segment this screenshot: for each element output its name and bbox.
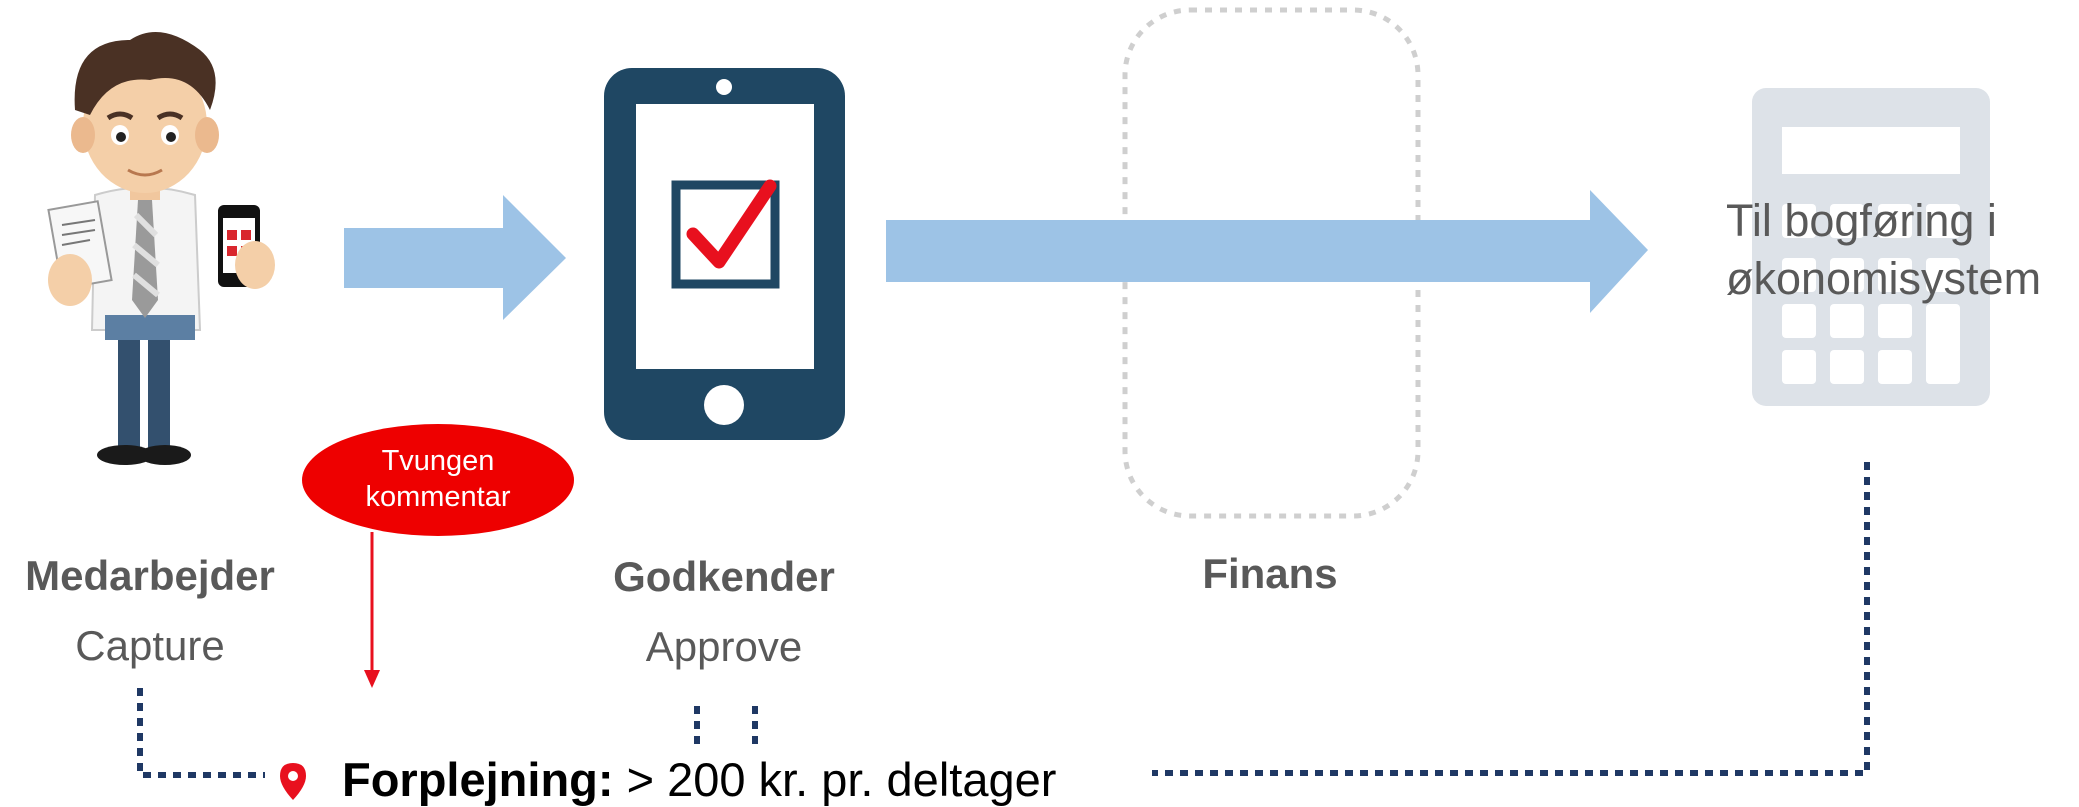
stage-approver: Godkender Approve (574, 553, 874, 671)
catering-rule-text: > 200 kr. pr. deltager (626, 753, 1057, 806)
calculator-icon (1752, 88, 1990, 406)
destination-label: Til bogføring i økonomisystem (1726, 192, 2041, 308)
phone-check-icon (604, 68, 845, 440)
stage-approver-subtitle: Approve (645, 623, 803, 670)
badge-line-2: kommentar (365, 481, 511, 513)
badge-pointer-head (364, 670, 380, 688)
stage-approver-title: Godkender (613, 553, 835, 600)
stage-employee-title: Medarbejder (25, 552, 275, 599)
stage-finance: Finans (1120, 550, 1420, 598)
catering-rule: Forplejning: > 200 kr. pr. deltager (342, 752, 1056, 807)
stage-finance-title: Finans (1202, 550, 1338, 597)
location-pin-icon (280, 763, 306, 800)
stage-employee: Medarbejder Capture (0, 552, 300, 670)
catering-rule-label: Forplejning: (342, 753, 614, 806)
destination-line-2: økonomisystem (1726, 253, 2042, 304)
employee-illustration (47, 32, 275, 465)
employee-connector-line (137, 688, 265, 778)
finance-connector-line (1152, 462, 1870, 776)
forced-comment-badge (302, 424, 574, 536)
stage-employee-subtitle: Capture (75, 622, 225, 669)
badge-line-1: Tvungen (381, 445, 495, 477)
badge-text: Tvungen kommentar (303, 443, 573, 515)
flow-arrow-2 (886, 190, 1648, 313)
flow-arrow-1 (344, 195, 566, 320)
destination-line-1: Til bogføring i (1726, 195, 1997, 246)
